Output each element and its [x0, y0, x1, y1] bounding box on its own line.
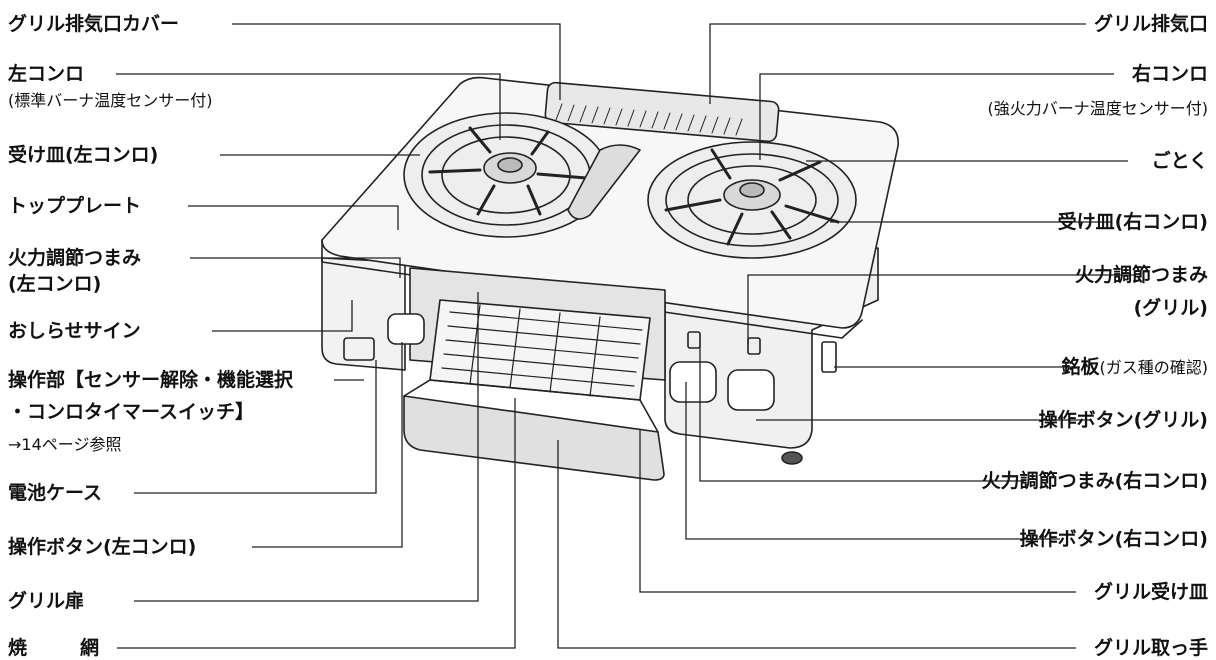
leader-lines [116, 23, 1136, 649]
right-button-shape [669, 361, 717, 403]
center-slot [567, 144, 641, 220]
label-button-right: 操作ボタン(右コンロ) [1019, 528, 1208, 550]
label-battery-case: 電池ケース [8, 482, 103, 504]
stove-left-side [321, 257, 406, 371]
label-button-grill: 操作ボタン(グリル) [1038, 409, 1208, 431]
label-control-panel-2: ・コンロタイマースイッチ】 [8, 401, 255, 423]
nameplate-shape [821, 341, 837, 373]
label-nameplate-sub: (ガス種の確認) [1099, 358, 1209, 377]
label-trivet: ごとく [1151, 150, 1208, 172]
label-left-burner-sub: (標準バーナ温度センサー付) [8, 91, 213, 110]
left-trivet-arms [428, 126, 588, 216]
label-grill-vent: グリル排気口 [1093, 13, 1208, 35]
label-drip-pan-left: 受け皿(左コンロ) [8, 144, 159, 166]
battery-case-shape [343, 337, 375, 361]
label-grill-vent-cover: グリル排気口カバー [8, 13, 180, 35]
label-flame-knob-left: 火力調節つまみ [8, 247, 142, 269]
right-trivet-arms [664, 148, 840, 246]
grill-button-shape [727, 369, 775, 411]
grill-vent-shape [544, 81, 780, 143]
label-drip-pan-right: 受け皿(右コンロ) [1057, 211, 1208, 233]
label-grill-net-a: 焼 [8, 637, 28, 659]
label-flame-knob-left-sub: (左コンロ) [8, 273, 102, 295]
label-flame-knob-grill: 火力調節つまみ [1074, 264, 1208, 286]
grill-handle-shape [403, 395, 665, 481]
label-nameplate: 銘板(ガス種の確認) [1061, 356, 1208, 379]
label-flame-knob-grill-sub: (グリル) [1133, 297, 1208, 319]
grill-vent-slots [555, 103, 743, 136]
label-grill-tray: グリル受け皿 [1093, 581, 1208, 603]
label-grill-handle: グリル取っ手 [1093, 637, 1208, 659]
label-grill-door: グリル扉 [8, 590, 85, 612]
label-right-burner-sub: (強火力バーナ温度センサー付) [987, 99, 1209, 118]
label-right-burner: 右コンロ [1131, 63, 1208, 85]
label-flame-knob-right: 火力調節つまみ(右コンロ) [981, 470, 1208, 492]
label-control-panel-1: 操作部【センサー解除・機能選択 [8, 369, 294, 391]
label-signal-indicator: おしらせサイン [8, 320, 141, 342]
left-button-shape [387, 313, 425, 345]
label-button-left: 操作ボタン(左コンロ) [8, 536, 197, 558]
label-top-plate: トッププレート [8, 195, 142, 217]
label-control-panel-ref: →14ページ参照 [8, 435, 122, 454]
label-left-burner: 左コンロ [8, 63, 85, 85]
label-grill-net-b: 網 [80, 637, 100, 659]
label-nameplate-main: 銘板 [1061, 356, 1100, 378]
